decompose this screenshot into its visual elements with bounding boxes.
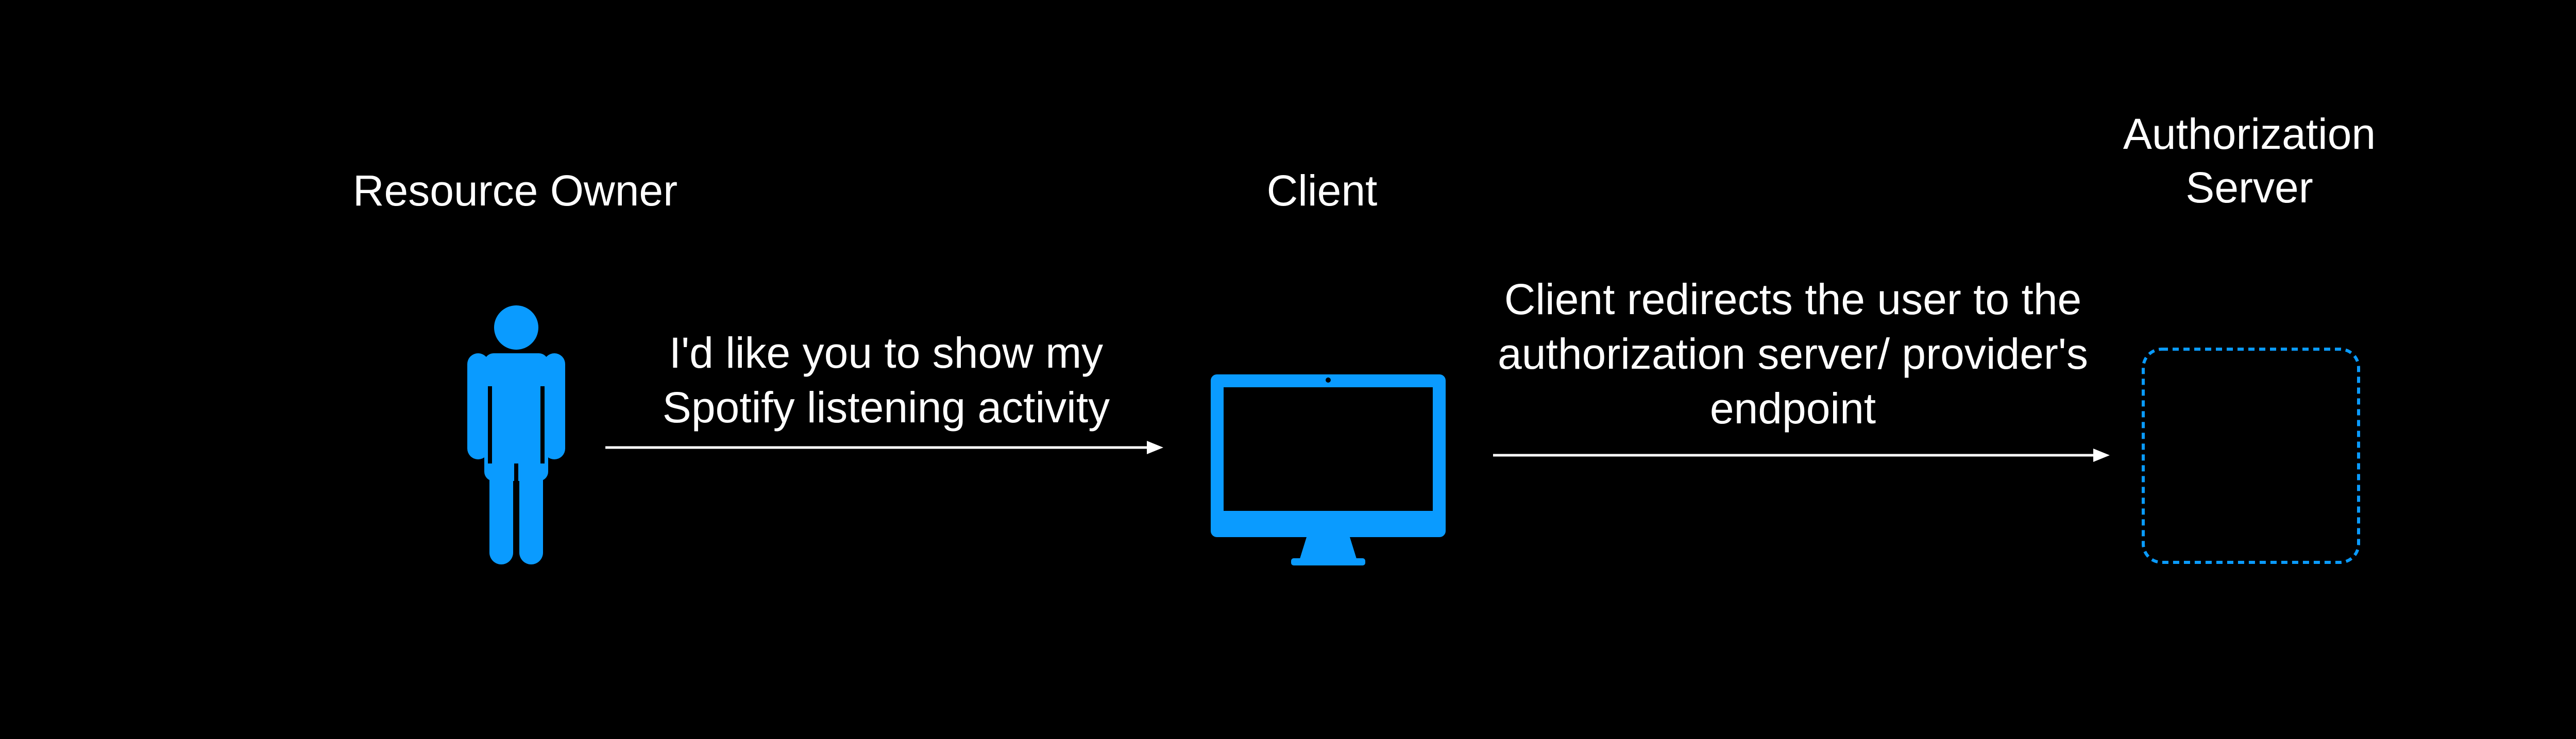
client-label: Client: [1266, 166, 1378, 215]
owner-to-client-message-line-1: I'd like you to show my: [669, 329, 1104, 377]
client-to-server-message-line-2: authorization server/ provider's: [1498, 330, 2088, 378]
dashed-placeholder-box: [2142, 348, 2360, 564]
resource-owner-label: Resource Owner: [352, 166, 678, 215]
authorization-server-label: Authorization Server: [2095, 107, 2404, 214]
desktop-monitor-icon: [1211, 374, 1446, 565]
arrow-client-to-server: [1493, 449, 2110, 462]
authorization-server-label-line-1: Authorization: [2123, 110, 2376, 158]
arrow-owner-to-client: [605, 441, 1163, 454]
person-icon: [467, 305, 565, 564]
owner-to-client-message-line-2: Spotify listening activity: [662, 383, 1110, 432]
client-to-server-message-line-3: endpoint: [1709, 384, 1876, 433]
client-to-server-message: Client redirects the user to the authori…: [1432, 272, 2154, 436]
owner-to-client-message: I'd like you to show my Spotify listenin…: [603, 325, 1170, 435]
authorization-server-label-line-2: Server: [2185, 163, 2313, 212]
client-to-server-message-line-1: Client redirects the user to the: [1504, 275, 2082, 323]
